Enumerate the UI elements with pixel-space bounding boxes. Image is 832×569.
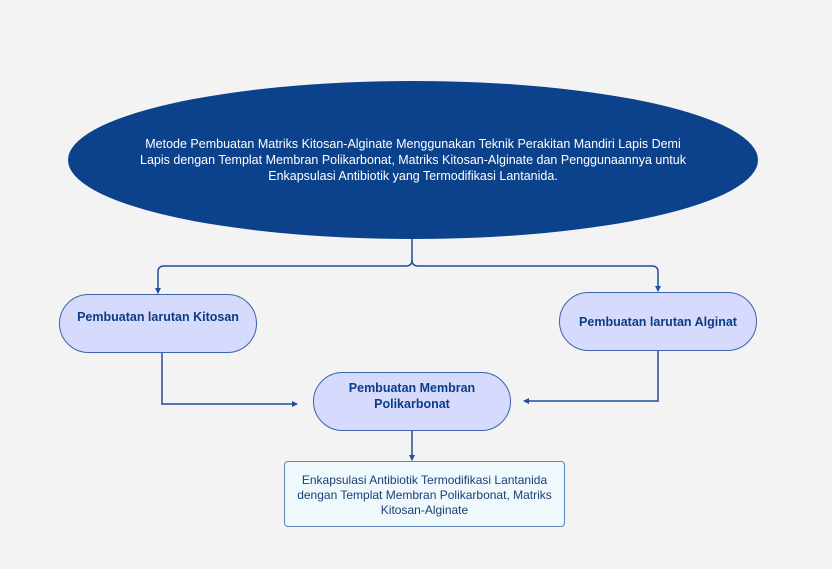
node-alginat: Pembuatan larutan Alginat	[559, 292, 757, 351]
title-node: Metode Pembuatan Matriks Kitosan-Alginat…	[68, 81, 758, 239]
node-alginat-label: Pembuatan larutan Alginat	[579, 315, 737, 329]
connector-kitosan-to-membran	[161, 353, 298, 407]
node-kitosan: Pembuatan larutan Kitosan	[59, 294, 257, 353]
node-kitosan-label: Pembuatan larutan Kitosan	[77, 310, 239, 324]
title-node-text: Metode Pembuatan Matriks Kitosan-Alginat…	[140, 137, 686, 183]
node-result: Enkapsulasi Antibiotik Termodifikasi Lan…	[284, 461, 565, 527]
node-result-label: Enkapsulasi Antibiotik Termodifikasi Lan…	[297, 473, 552, 517]
connector-alginat-to-membran	[523, 351, 659, 404]
connector-title-to-alginat	[411, 259, 661, 292]
node-membran: Pembuatan Membran Polikarbonat	[313, 372, 511, 431]
node-membran-label: Pembuatan Membran Polikarbonat	[348, 381, 476, 411]
connector-title-to-kitosan	[155, 238, 413, 294]
